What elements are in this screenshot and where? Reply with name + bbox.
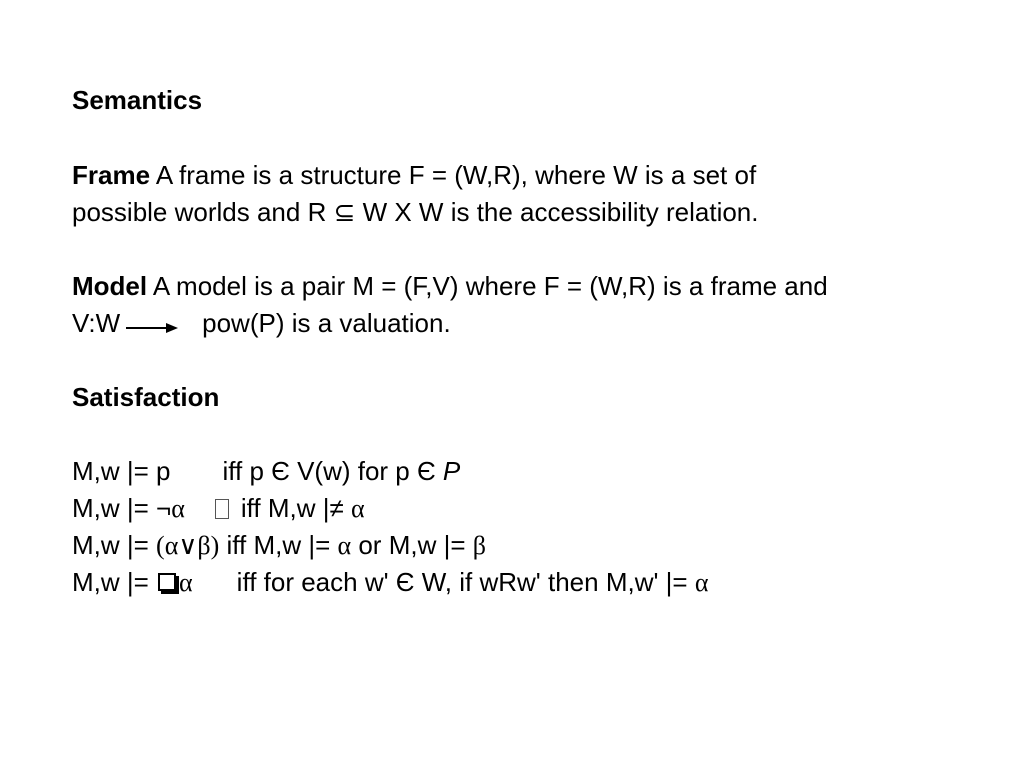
frame-text-1: A frame is a structure F = (W,R), where … bbox=[155, 160, 757, 190]
rule3-beta: β bbox=[472, 531, 486, 560]
rule4-alpha: α bbox=[179, 568, 193, 597]
rule1-lhs: M,w |= p bbox=[72, 456, 171, 486]
heading-satisfaction: Satisfaction bbox=[72, 382, 220, 412]
rule3-alpha: α bbox=[337, 531, 352, 560]
rule3-lhs: M,w |= bbox=[72, 530, 157, 560]
frame-label: Frame bbox=[72, 160, 151, 190]
model-text-1: A model is a pair M = (F,V) where F = (W… bbox=[152, 271, 828, 301]
model-text-2b: pow(P) is a valuation. bbox=[202, 308, 451, 338]
satisfaction-rule-atom: M,w |= p iff p Є V(w) for p Є P bbox=[72, 455, 460, 487]
rule1-prop-set: P bbox=[442, 456, 461, 486]
rule4-rhs: iff for each w' Є W, if wRw' then M,w' |… bbox=[236, 567, 695, 597]
rule3-rhs-b: or M,w |= bbox=[351, 530, 473, 560]
rule2-rhs: iff M,w |≠ bbox=[240, 493, 351, 523]
right-arrow-icon bbox=[126, 315, 179, 335]
rule4-lhs: M,w |= bbox=[72, 567, 157, 597]
subset-symbol: ⊆ bbox=[333, 198, 356, 227]
rule2-alpha-2: α bbox=[350, 494, 365, 523]
model-label: Model bbox=[72, 271, 148, 301]
rule3-rhs-a: iff M,w |= bbox=[219, 530, 338, 560]
frame-text-2b: W X W is the accessibility relation. bbox=[355, 197, 759, 227]
frame-definition-line-1: Frame A frame is a structure F = (W,R), … bbox=[72, 159, 756, 191]
rule4-alpha-2: α bbox=[694, 568, 709, 597]
slide: Semantics Frame A frame is a structure F… bbox=[72, 0, 1012, 767]
rule2-alpha: α bbox=[171, 494, 185, 523]
rule3-formula: (α∨β) bbox=[156, 531, 220, 560]
missing-glyph-icon bbox=[214, 499, 229, 519]
heading-semantics: Semantics bbox=[72, 85, 203, 115]
frame-definition-line-2: possible worlds and R ⊆ W X W is the acc… bbox=[72, 196, 759, 228]
frame-text-2a: possible worlds and R bbox=[72, 197, 334, 227]
model-definition-line-1: Model A model is a pair M = (F,V) where … bbox=[72, 270, 828, 302]
rule1-rhs: iff p Є V(w) for p Є bbox=[222, 456, 443, 486]
model-definition-line-2: V:W pow(P) is a valuation. bbox=[72, 307, 451, 339]
satisfaction-rule-disjunction: M,w |= (α∨β) iff M,w |= α or M,w |= β bbox=[72, 529, 486, 561]
rule2-lhs: M,w |= ¬ bbox=[72, 493, 172, 523]
model-text-2a: V:W bbox=[72, 308, 121, 338]
box-operator-icon bbox=[158, 573, 177, 591]
